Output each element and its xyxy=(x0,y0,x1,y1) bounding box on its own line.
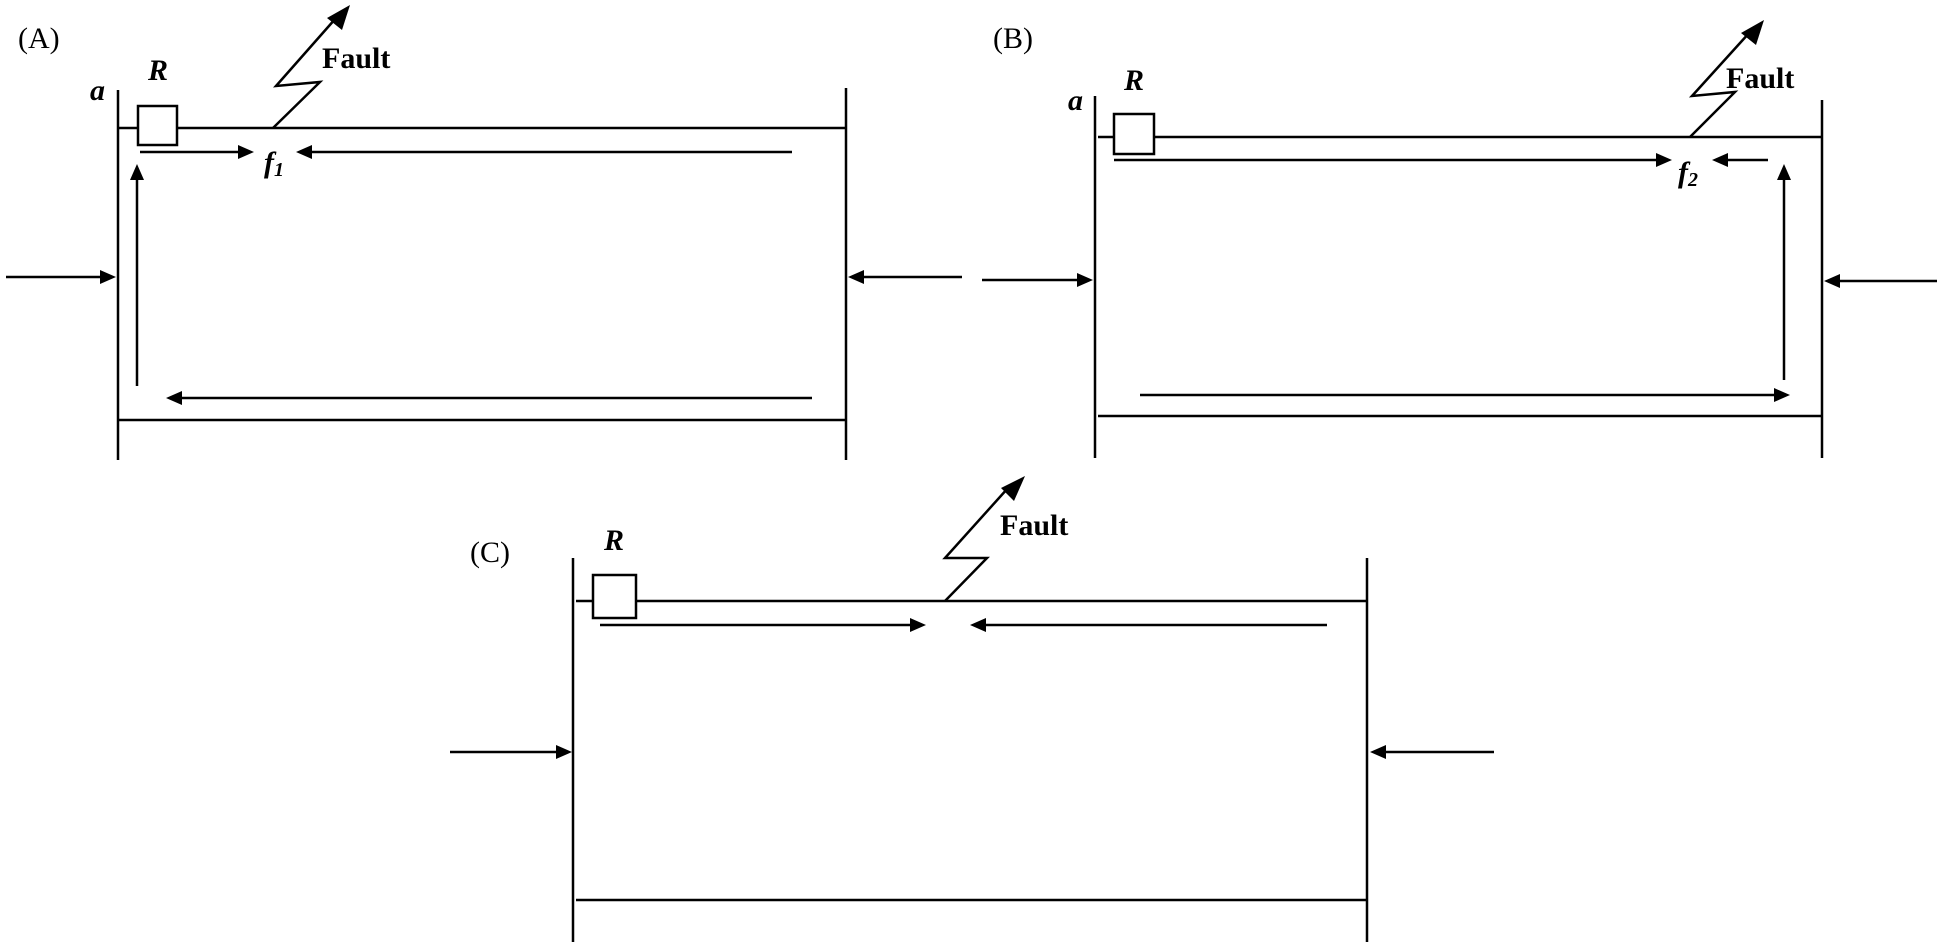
panel-a-bus-label: a xyxy=(90,74,105,107)
panel-b-fault-point-label: f2 xyxy=(1678,156,1698,191)
panel-a-fault-point-label: f1 xyxy=(264,146,284,181)
panel-a-fault-point-letter: f xyxy=(264,146,277,179)
panel-a-fault-arrowhead xyxy=(327,5,350,30)
panel-b-arrowhead-source-right xyxy=(1824,274,1840,288)
panel-c-fault-arrowhead xyxy=(1001,476,1025,501)
panel-a-relay-box xyxy=(136,104,179,147)
panel-a: (A) R a Fault f1 xyxy=(6,5,962,460)
panel-b-fault-arrowhead xyxy=(1741,20,1764,45)
panel-a-arrowhead-left-upward xyxy=(130,164,144,180)
panel-a-arrowhead-bottom-leftward xyxy=(166,391,182,405)
panel-b-arrowhead-right-upward xyxy=(1777,164,1791,180)
panel-b-arrowhead-bottom-rightward xyxy=(1774,388,1790,402)
panel-b-fault-point-letter: f xyxy=(1678,156,1691,189)
panel-a-fault-symbol xyxy=(272,17,337,129)
panel-c-arrowhead-source-right xyxy=(1370,745,1386,759)
panel-c-relay-box xyxy=(591,573,638,620)
panel-c-label: (C) xyxy=(470,536,510,569)
panel-b-relay-label: R xyxy=(1123,64,1144,97)
panel-a-label: (A) xyxy=(18,22,60,55)
panel-c-arrowhead-right-to-fault xyxy=(970,618,986,632)
panel-a-arrowhead-top-right-to-fault xyxy=(296,145,312,159)
panel-c-fault-label: Fault xyxy=(1000,509,1068,542)
panel-c: (C) R Fault xyxy=(450,476,1494,942)
panel-c-fault-symbol xyxy=(942,487,1009,602)
panel-a-fault-label: Fault xyxy=(322,42,390,75)
panel-b-arrowhead-right-to-fault xyxy=(1712,153,1728,167)
panel-b-fault-symbol xyxy=(1688,31,1751,138)
panel-b-arrowhead-source-left xyxy=(1077,273,1093,287)
panel-b-fault-label: Fault xyxy=(1726,62,1794,95)
panel-b-bus-label: a xyxy=(1068,84,1083,117)
panel-b: (B) R a Fault f2 xyxy=(982,20,1937,458)
panel-c-arrowhead-source-left xyxy=(556,745,572,759)
panel-c-arrowhead-relay-to-fault xyxy=(910,618,926,632)
panel-b-relay-box xyxy=(1112,112,1156,156)
panel-b-fault-point-subscript: 2 xyxy=(1687,169,1698,191)
panel-b-label: (B) xyxy=(993,22,1033,55)
panel-a-fault-point-subscript: 1 xyxy=(274,159,284,181)
panel-c-relay-label: R xyxy=(603,524,624,557)
panel-b-arrowhead-relay-to-fault xyxy=(1656,153,1672,167)
panel-a-arrowhead-source-left xyxy=(100,270,116,284)
panel-a-arrowhead-source-right xyxy=(848,270,864,284)
panel-a-arrowhead-relay-to-fault xyxy=(238,145,254,159)
panel-a-relay-label: R xyxy=(147,54,168,87)
